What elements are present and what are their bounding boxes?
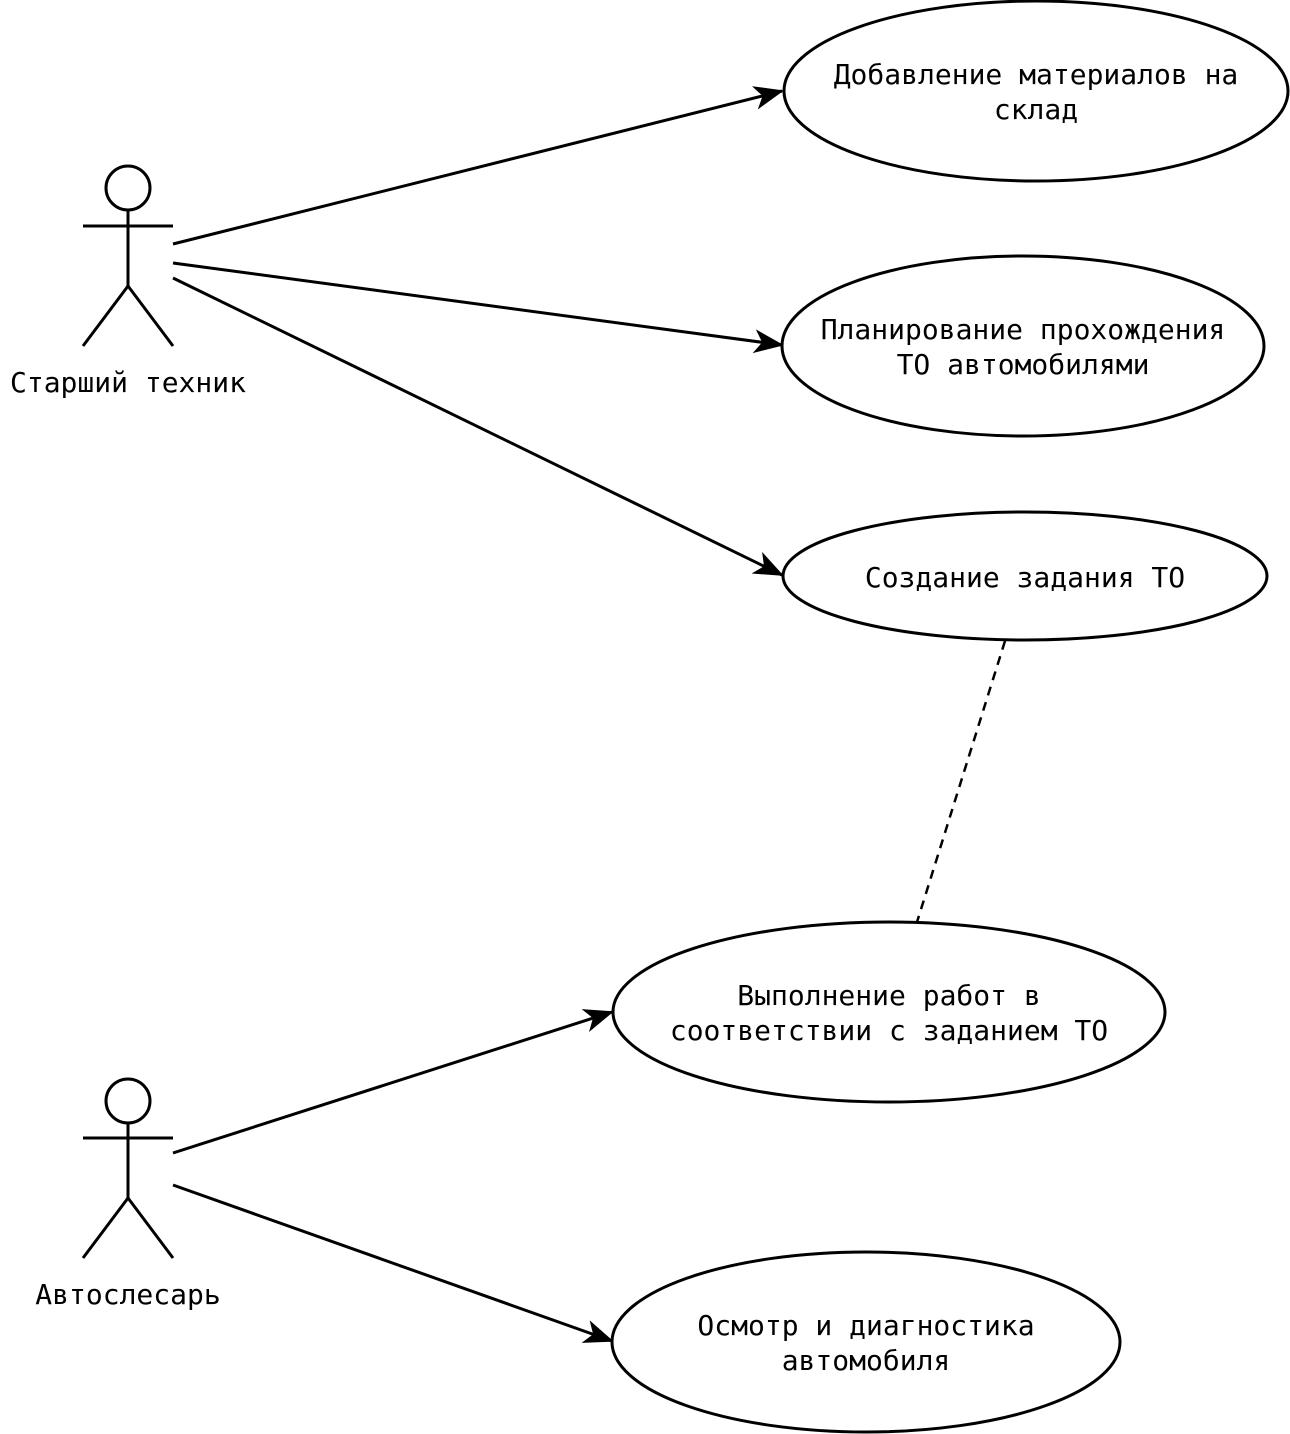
actor-right-leg [126, 1197, 175, 1259]
actor-senior-technician[interactable]: Старший техник [10, 164, 246, 399]
actor-head [104, 164, 152, 212]
assoc-senior-uc1 [172, 86, 784, 246]
use-case-create-task[interactable]: Создание задания ТО [781, 510, 1269, 642]
actor-label: Автослесарь [35, 1278, 220, 1311]
use-case-label-line: ТО автомобилями [897, 348, 1150, 381]
use-case-label-line: Выполнение работ в [737, 979, 1040, 1012]
actor-left-leg [81, 1197, 130, 1259]
use-case-label-line: автомобиля [782, 1344, 951, 1377]
use-case-label-line: Добавление материалов на [834, 58, 1239, 91]
use-case-plan-maintenance[interactable]: Планирование прохождения ТО автомобилями [780, 254, 1266, 438]
use-case-label-line: Создание задания ТО [865, 561, 1185, 594]
use-case-label-line: соответствии с заданием ТО [670, 1014, 1108, 1047]
assoc-mechanic-uc5 [172, 1183, 614, 1343]
actor-head [104, 1077, 152, 1125]
use-case-inspection-diagnostics[interactable]: Осмотр и диагностика автомобиля [610, 1250, 1122, 1434]
assoc-senior-uc2 [172, 261, 784, 354]
use-case-label-line: склад [994, 93, 1078, 126]
actor-label: Старший техник [10, 366, 246, 399]
use-case-label-line: Планирование прохождения [821, 313, 1226, 346]
actor-auto-mechanic[interactable]: Автослесарь [35, 1077, 221, 1311]
actor-right-leg [126, 285, 175, 347]
assoc-mechanic-uc4 [172, 1009, 614, 1155]
actor-left-leg [81, 285, 130, 347]
use-case-label-line: Осмотр и диагностика [697, 1309, 1034, 1342]
dependency-uc3-uc4 [915, 640, 1007, 923]
assoc-senior-uc3 [172, 276, 784, 577]
use-case-perform-work[interactable]: Выполнение работ в соответствии с задани… [611, 920, 1167, 1104]
use-case-add-materials[interactable]: Добавление материалов на склад [782, 0, 1290, 183]
